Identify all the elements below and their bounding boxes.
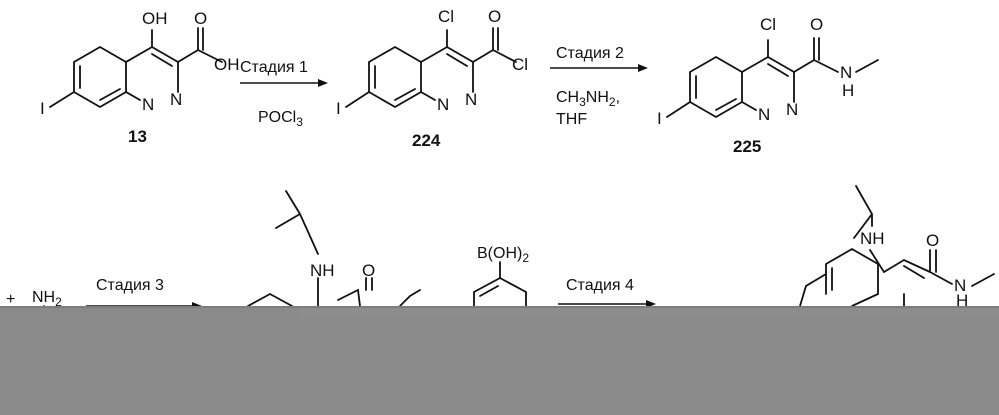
step1-label: Стадия 1 [240,59,308,76]
step4-label: Стадия 4 [566,277,634,294]
row2-intermediate-structure [248,191,420,306]
step2-reagent-thf: THF [556,111,587,128]
c225-amide-n-label: N [840,63,852,82]
compound-224-number: 224 [412,131,441,150]
c225-amide-h-label: H [842,81,854,100]
step2-arrow [550,64,648,72]
row2-boronic-acid-structure [474,262,526,306]
c224-acyl-cl-label: Cl [512,55,528,74]
c13-oh-label: OH [142,9,168,28]
c224-n1-label: N [437,95,449,114]
c224-carbonyl-o-label: O [488,7,501,26]
step1-arrow [240,79,328,87]
c224-cl-label: Cl [438,7,454,26]
row2-boronic-acid-label: B(OH)2 [477,245,529,265]
c225-cl-label: Cl [760,15,776,34]
c224-n2-label: N [465,90,477,109]
c13-carbonyl-o-label: O [194,9,207,28]
c13-iodine-label: I [40,99,45,118]
gray-overlay-edge [0,306,999,308]
c224-iodine-label: I [336,99,341,118]
c225-n2-label: N [786,100,798,119]
step3-label: Стадия 3 [96,277,164,294]
step2-reagent-methylamine: CH3NH2, [556,89,620,109]
c13-n2-label: N [170,90,182,109]
compound-224-structure [346,28,516,107]
gray-overlay-band [0,306,999,415]
row2-intermediate-nh-label: NH [310,261,335,280]
row2-intermediate-o-label: O [362,261,375,280]
c13-n1-label: N [142,95,154,114]
c13-acid-oh-label: OH [214,55,240,74]
c225-iodine-label: I [657,109,662,128]
step1-reagent: POCl3 [258,109,303,129]
c225-carbonyl-o-label: O [810,15,823,34]
gray-overlay-fill [0,306,999,415]
step2-label: Стадия 2 [556,45,624,62]
c225-n1-label: N [758,105,770,124]
row2-product-o-label: O [926,231,939,250]
row2-product-nh-label: NH [860,229,885,248]
compound-225-number: 225 [733,137,761,156]
compound-13-number: 13 [128,127,147,146]
compound-13-structure [50,28,222,107]
